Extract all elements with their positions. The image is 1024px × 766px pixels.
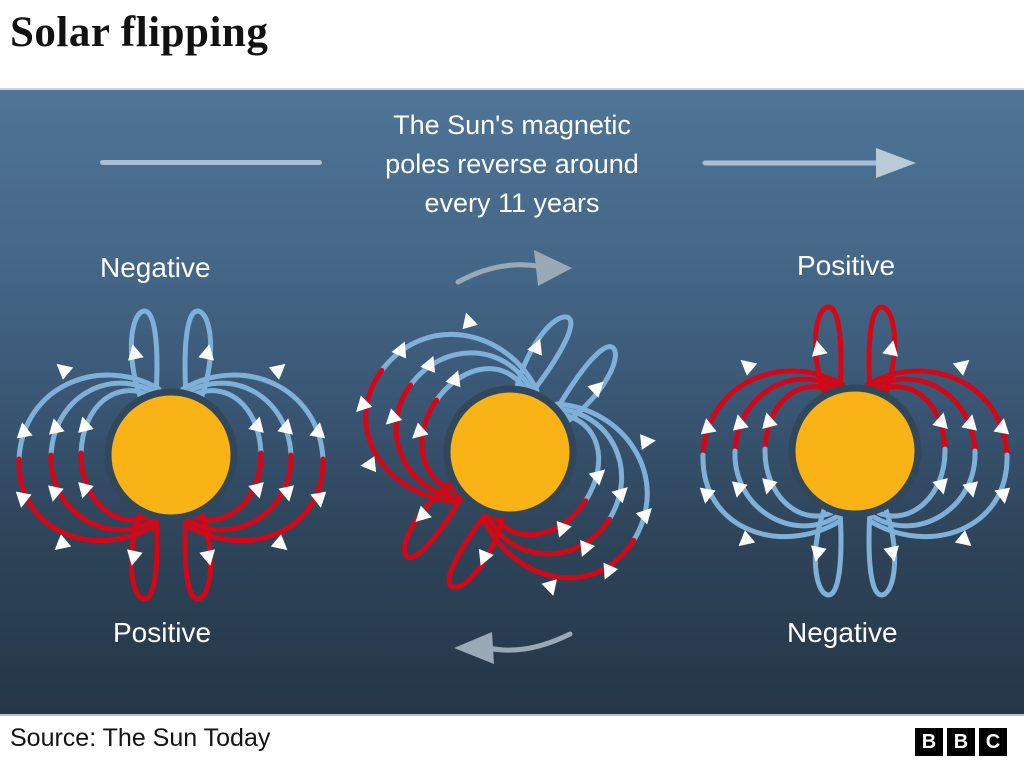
stage3-bottom-pole-label: Negative xyxy=(787,617,898,648)
sun-dipole-stage2-transition xyxy=(325,252,695,652)
stage3-top-pole-label: Positive xyxy=(797,250,896,281)
sun-dipole-stage1 xyxy=(0,255,356,655)
bbc-logo-letter: B xyxy=(947,728,975,756)
timeline-arrow-tail-icon xyxy=(100,160,322,165)
source-attribution: Source: The Sun Today xyxy=(10,724,271,752)
footer xyxy=(0,716,1024,766)
rotation-arrow-top-icon xyxy=(455,250,572,286)
heading-line-2: poles reverse around xyxy=(385,149,639,179)
timeline-arrow-head-icon xyxy=(702,148,916,178)
diagram-heading: The Sun's magnetic poles reverse around … xyxy=(297,106,727,223)
bbc-logo: B B C xyxy=(915,728,1007,756)
rotation-arrow-bottom-icon xyxy=(454,631,573,664)
stage1-bottom-pole-label: Positive xyxy=(113,617,212,648)
bbc-logo-letter: B xyxy=(915,728,943,756)
sun-dipole-stage3 xyxy=(670,251,1024,651)
bbc-logo-letter: C xyxy=(979,728,1007,756)
page-title: Solar flipping xyxy=(10,9,269,56)
heading-line-1: The Sun's magnetic xyxy=(393,110,631,140)
heading-line-3: every 11 years xyxy=(424,188,600,218)
stage1-top-pole-label: Negative xyxy=(100,252,211,283)
